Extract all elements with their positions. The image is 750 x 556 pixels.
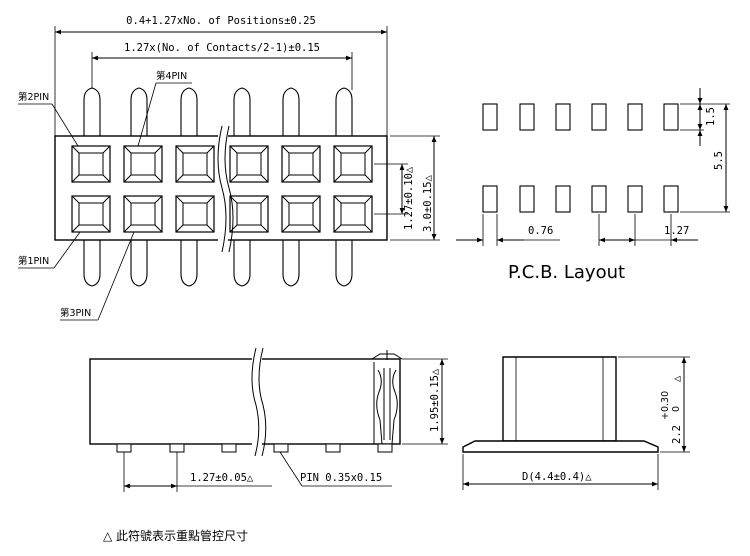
pcb-pads-top bbox=[482, 103, 679, 131]
pcb-pad-length-label: 1.5 bbox=[705, 107, 717, 126]
side-break-mark bbox=[251, 347, 267, 457]
pin2-label: 第2PIN bbox=[18, 91, 49, 103]
side-pin-label: PIN 0.35x0.15 bbox=[300, 472, 382, 484]
side-pitch-label: 1.27±0.05△ bbox=[190, 472, 254, 484]
pin1-label: 第1PIN bbox=[18, 255, 49, 267]
end-height-main: 2.2 bbox=[671, 425, 683, 444]
pcb-layout: 1.5 5.5 0.76 1.27 P.C.B. Layout bbox=[456, 88, 730, 283]
side-contact bbox=[371, 350, 403, 445]
contact-span-label: 1.27x(No. of Contacts/2-1)±0.15 bbox=[124, 42, 320, 54]
pin4-label: 第4PIN bbox=[156, 70, 187, 82]
side-pins bbox=[116, 443, 393, 453]
break-mark bbox=[217, 125, 234, 253]
pcb-span-label: 5.5 bbox=[713, 151, 725, 170]
pcb-pitch-label: 1.27 bbox=[664, 225, 689, 237]
pcb-title: P.C.B. Layout bbox=[508, 262, 625, 283]
end-height-plus: +0.30 bbox=[660, 391, 671, 420]
end-view: 2.2 +0.30 0 △ D(4.4±0.4)△ bbox=[462, 356, 690, 490]
svg-text:△: △ bbox=[671, 375, 683, 382]
side-body bbox=[89, 358, 401, 445]
contact-cells bbox=[71, 145, 373, 233]
end-width-label: D(4.4±0.4)△ bbox=[522, 471, 592, 483]
end-base bbox=[462, 440, 659, 453]
height-vertical-label: 3.0±0.15△ bbox=[422, 174, 434, 232]
pin3-label: 第3PIN bbox=[60, 307, 91, 319]
end-height-minus: 0 bbox=[671, 406, 682, 412]
overall-length-label: 0.4+1.27xNo. of Positions±0.25 bbox=[126, 15, 316, 27]
lower-pins bbox=[83, 239, 353, 287]
top-view: 0.4+1.27xNo. of Positions±0.25 1.27x(No.… bbox=[18, 15, 440, 321]
upper-pins bbox=[83, 87, 353, 137]
pcb-pad-width-label: 0.76 bbox=[528, 225, 553, 237]
footnote: △ 此符號表示重點管控尺寸 bbox=[103, 528, 248, 543]
side-height-label: 1.95±0.15△ bbox=[429, 368, 441, 432]
pitch-vertical-label: 1.27±0.10△ bbox=[403, 166, 415, 230]
side-view: 1.95±0.15△ 1.27±0.05△ PIN 0.35x0.15 bbox=[89, 347, 448, 492]
pcb-pads-bottom bbox=[482, 185, 679, 213]
